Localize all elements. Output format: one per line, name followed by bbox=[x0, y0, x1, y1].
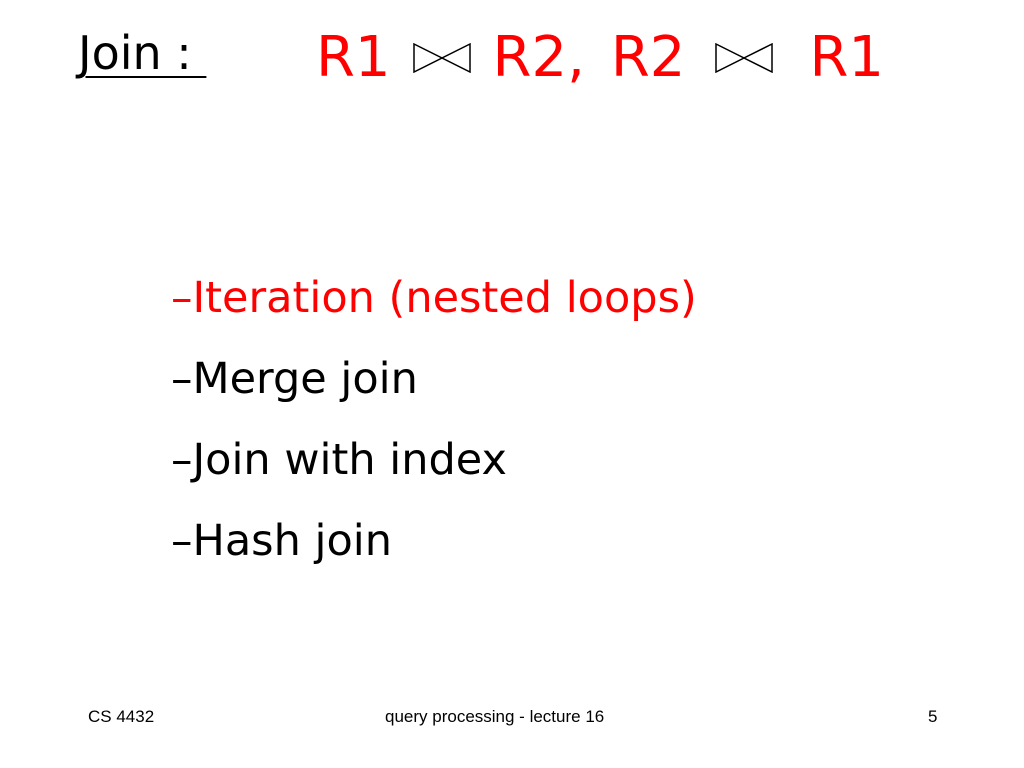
slide-title: Join : bbox=[78, 26, 207, 80]
list-item-hash-join: –Hash join bbox=[171, 516, 392, 566]
relation-r2-left: R2, bbox=[492, 25, 585, 90]
join-expression: R1 R2, R2 R1 bbox=[316, 26, 884, 90]
relation-r2-right: R2 bbox=[610, 25, 686, 90]
footer-course: CS 4432 bbox=[88, 707, 155, 726]
natural-join-icon bbox=[412, 43, 471, 73]
list-item-merge-join: –Merge join bbox=[171, 354, 418, 404]
natural-join-icon bbox=[715, 43, 774, 73]
footer-lecture: query processing - lecture 16 bbox=[385, 707, 605, 726]
list-item-join-with-index: –Join with index bbox=[171, 435, 507, 485]
relation-r1-left: R1 bbox=[316, 25, 391, 90]
list-item-iteration: –Iteration (nested loops) bbox=[171, 273, 697, 323]
relation-r1-right: R1 bbox=[809, 25, 884, 90]
join-methods-list: –Iteration (nested loops) –Merge join –J… bbox=[171, 258, 697, 582]
footer-page-number: 5 bbox=[928, 707, 938, 726]
